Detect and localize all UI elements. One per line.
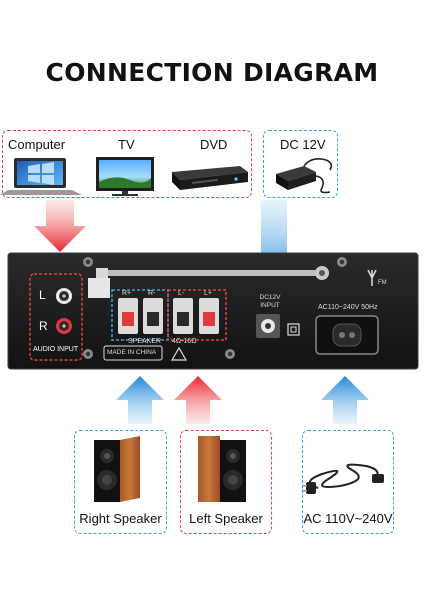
ac-power-label: AC 110V~240V [303,511,393,526]
amplifier-back-panel [7,252,419,370]
red-up-arrow-left-speaker [174,376,222,424]
tv-icon [96,157,154,196]
blue-up-arrow-ac-power [321,376,369,424]
dc-input-label: DC12V INPUT [259,294,281,309]
ac-input-label: AC110~240V 50Hz [318,304,378,311]
ohm-label: 4Ω-16Ω [172,338,197,345]
right-speaker-label: Right Speaker [79,511,162,526]
page-title: CONNECTION DIAGRAM [45,58,379,87]
right-speaker-icon [94,436,140,502]
right-speaker-box [74,430,167,534]
red-down-arrow [34,200,86,252]
dvd-label: DVD [200,137,228,152]
left-speaker-label: Left Speaker [189,511,263,526]
l-minus-label: L- [178,290,185,297]
audio-input-label: AUDIO INPUT [33,346,79,353]
computer-label: Computer [8,137,66,152]
fm-label: FM [378,280,387,286]
power-supply-box [263,130,338,198]
tv-label: TV [118,137,135,152]
speaker-label: SPEAKER [128,338,162,345]
l-plus-label: L+ [204,290,212,297]
made-in-china-label: MADE IN CHINA [107,349,157,356]
left-channel-label: L [39,288,46,302]
right-channel-label: R [39,319,48,333]
left-speaker-icon [198,436,246,502]
blue-up-arrow-right-speaker [116,376,164,424]
power-cord-icon [302,463,384,494]
power-supply-label: DC 12V [280,137,326,152]
r-minus-label: R- [148,290,156,297]
laptop-icon [0,158,82,195]
r-plus-label: R+ [122,290,132,297]
dvd-player-icon [172,166,248,190]
ac-power-box [302,430,394,534]
left-speaker-box [180,430,272,534]
sources-box [2,130,252,198]
power-adapter-icon [276,158,333,194]
